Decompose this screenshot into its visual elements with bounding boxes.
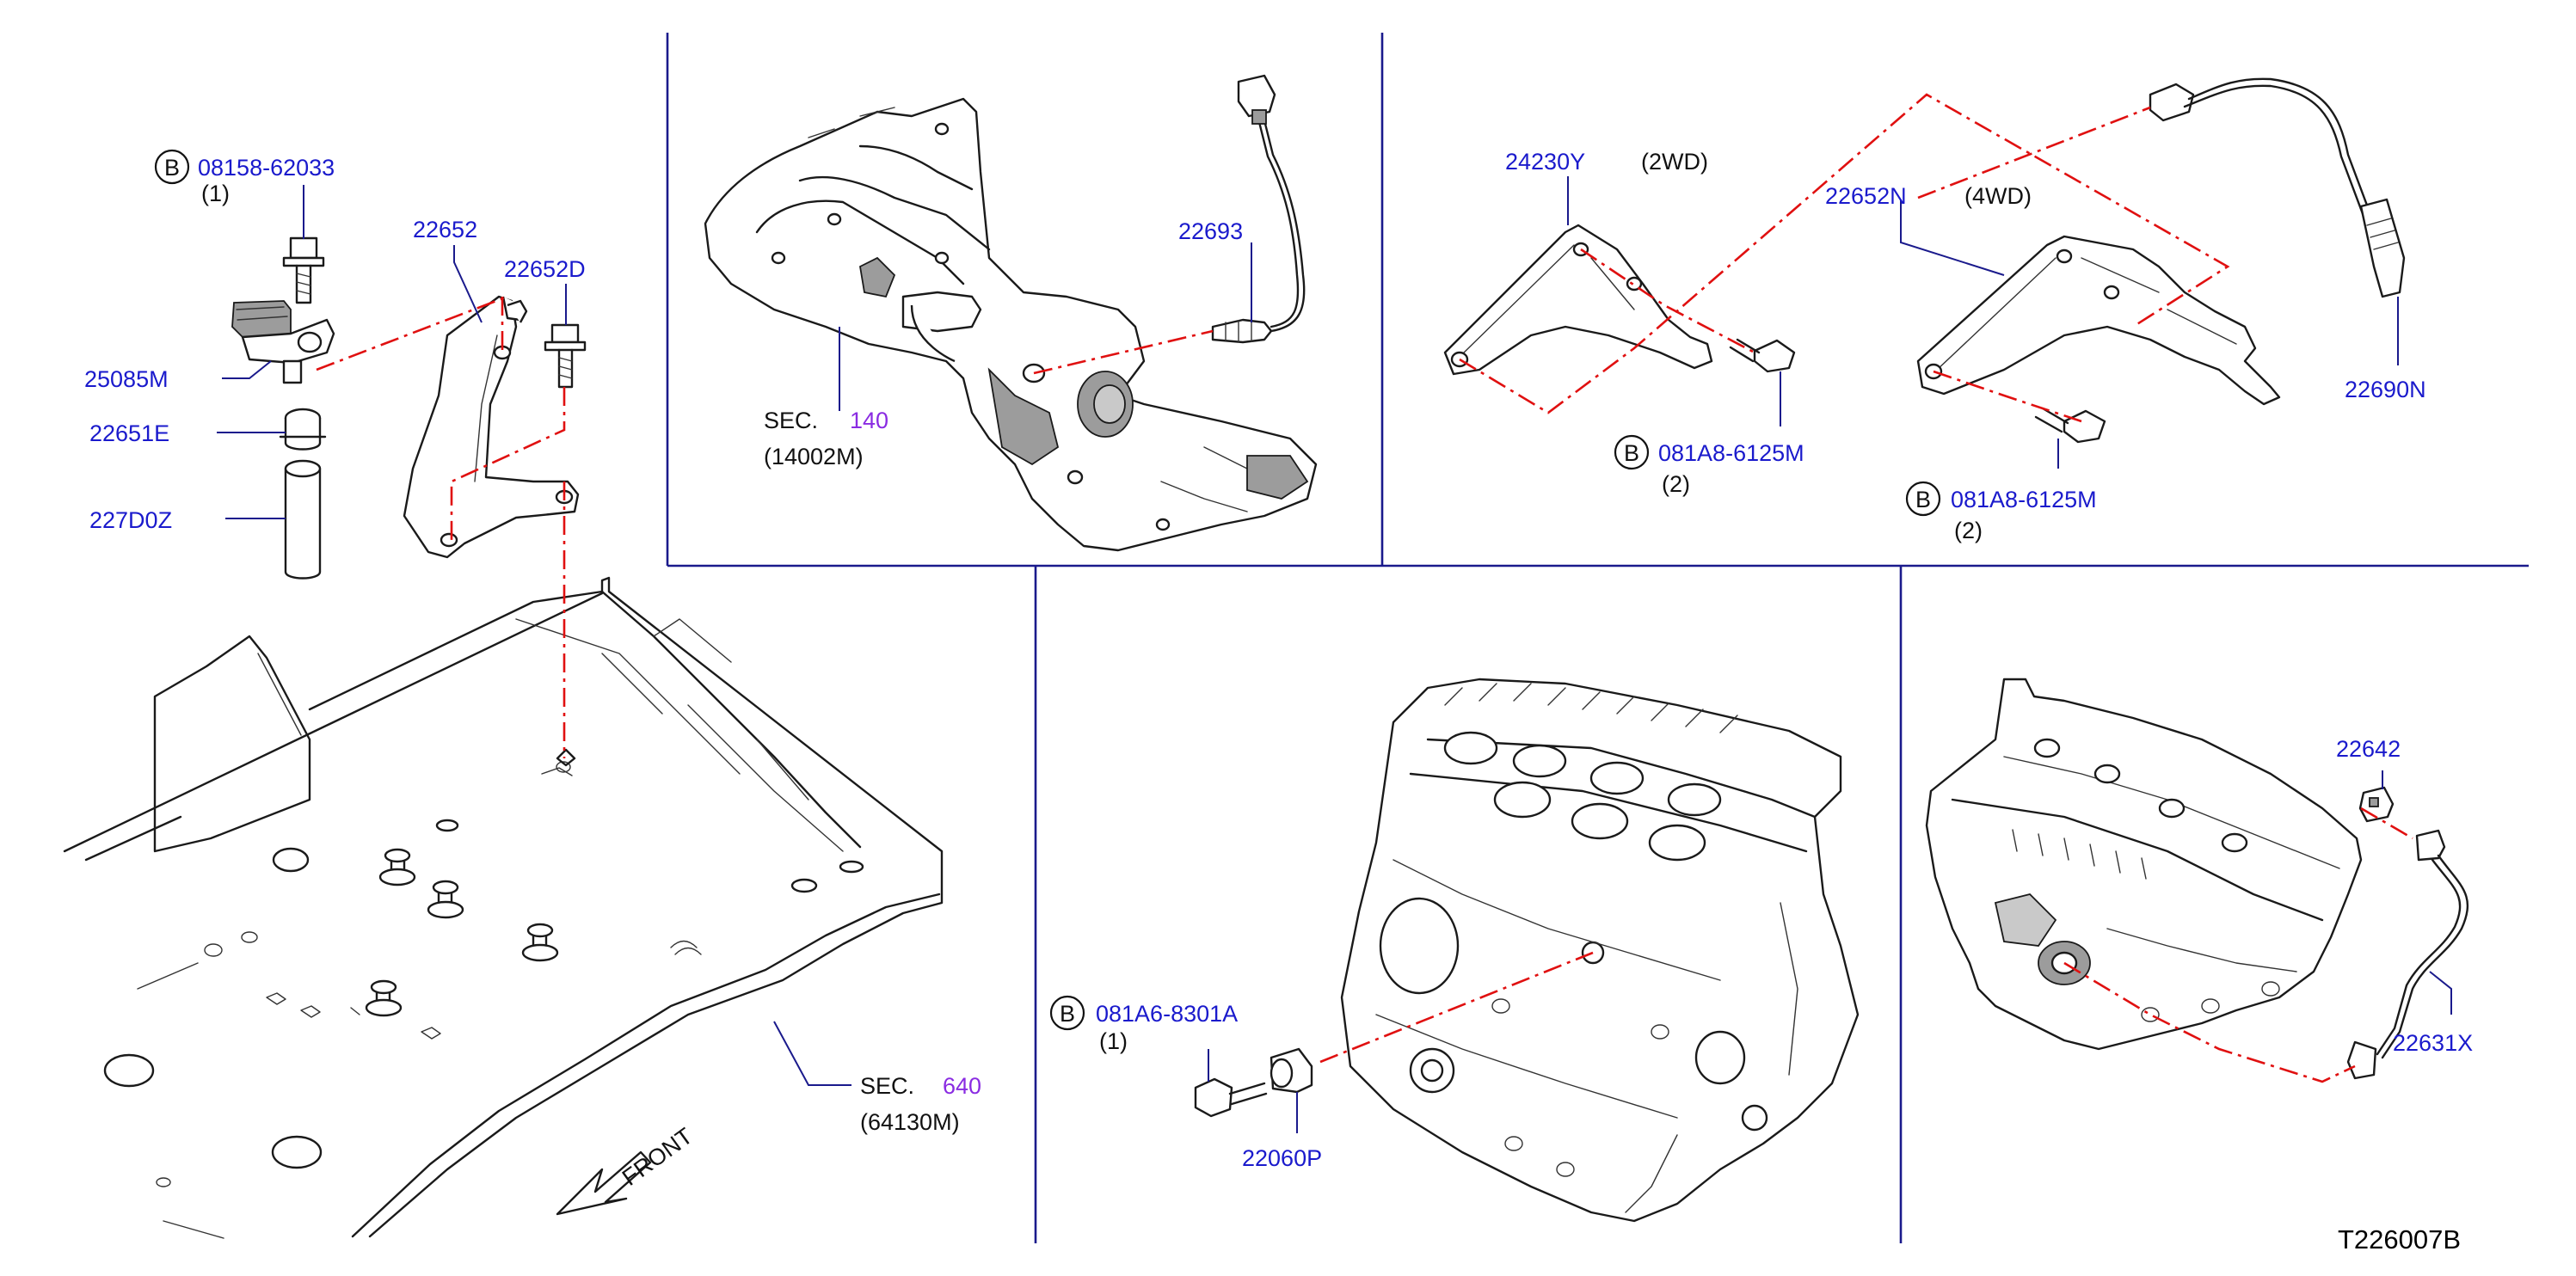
bolt-081A8-6125M-a [1729,338,1796,373]
exhaust-manifold-drawing [704,97,1318,552]
badge-08158-62033: B [154,149,190,185]
svg-text:B: B [1624,440,1639,466]
qty-081A6-8301A: (1) [1099,1028,1128,1054]
callout-08158-62033[interactable]: 08158-62033 [198,155,335,181]
bracket-22652 [403,295,580,559]
cylinder-block-drawing [1340,678,1860,1223]
variant-2WD: (2WD) [1641,149,1708,175]
callout-22652N[interactable]: 22652N [1825,183,1907,209]
svg-text:B: B [1060,1001,1075,1027]
callout-22652D[interactable]: 22652D [504,256,586,282]
floor-studs [266,819,864,1040]
badges: B B B B [154,149,1941,1031]
callout-22060P[interactable]: 22060P [1242,1145,1322,1171]
sensor-22631X [2346,829,2469,1080]
badge-081A6-8301A: B [1049,995,1085,1031]
bracket-24230Y [1443,224,1713,376]
callout-22631X[interactable]: 22631X [2393,1030,2473,1056]
callout-22690N[interactable]: 22690N [2345,377,2426,402]
bolt-081A6-8301A [1194,1077,1268,1118]
callout-24230Y[interactable]: 24230Y [1505,149,1585,175]
section-ref-140[interactable]: SEC. 140 (14002M) [764,408,888,469]
svg-text:B: B [164,155,180,181]
badge-081A8-6125M-b: B [1905,481,1941,517]
front-label: FRONT [618,1123,698,1191]
svg-text:(14002M): (14002M) [764,444,864,469]
svg-text:SEC.: SEC. [764,408,818,433]
bolt-08158-62033 [282,236,325,304]
callout-081A8-6125M-b[interactable]: 081A8-6125M [1951,487,2097,512]
qty-08158-62033: (1) [201,181,230,206]
qty-081A8-6125M-b: (2) [1954,518,1983,543]
plug-22060P [1270,1047,1313,1094]
section-references: SEC. 140 (14002M) SEC. 640 (64130M) [764,408,981,1135]
callout-25085M[interactable]: 25085M [84,366,169,392]
sensor-25085M [231,300,335,384]
bracket-22652N [1916,235,2281,406]
section-ref-640[interactable]: SEC. 640 (64130M) [860,1073,981,1135]
cylinder-head-drawing [1925,678,2363,1051]
qty-081A8-6125M-a: (2) [1662,471,1690,497]
bolt-081A8-6125M-b [2034,407,2106,444]
callout-22693[interactable]: 22693 [1178,218,1243,244]
callout-22651E[interactable]: 22651E [89,420,169,446]
svg-text:SEC.: SEC. [860,1073,914,1099]
sensor-22690N [2149,77,2406,298]
callout-227D0Z[interactable]: 227D0Z [89,507,172,533]
svg-text:(64130M): (64130M) [860,1109,960,1135]
callout-081A8-6125M-a[interactable]: 081A8-6125M [1658,440,1804,466]
callout-22642[interactable]: 22642 [2336,736,2401,762]
grommet-22651E [279,408,327,451]
centerlines [316,93,2413,1083]
front-arrow: FRONT [556,1123,698,1216]
svg-text:140: 140 [850,408,888,433]
leader-lines [217,176,2452,1133]
variant-4WD: (4WD) [1964,183,2032,209]
badge-081A8-6125M-a: B [1614,434,1650,470]
bolt-22652D [544,323,587,389]
panel-dividers [666,33,2529,1243]
floor-panel-drawing [63,576,944,1239]
hose-227D0Z [284,459,322,580]
part-labels: 08158-62033 (1) 22652 22652D 25085M 2265… [84,149,2473,1171]
callout-081A6-8301A[interactable]: 081A6-8301A [1096,1001,1238,1027]
sensor-22693 [1211,74,1306,344]
callout-22652[interactable]: 22652 [413,217,477,242]
diagram-id: T226007B [2338,1224,2461,1255]
svg-text:B: B [1915,487,1931,512]
svg-text:640: 640 [943,1073,981,1099]
